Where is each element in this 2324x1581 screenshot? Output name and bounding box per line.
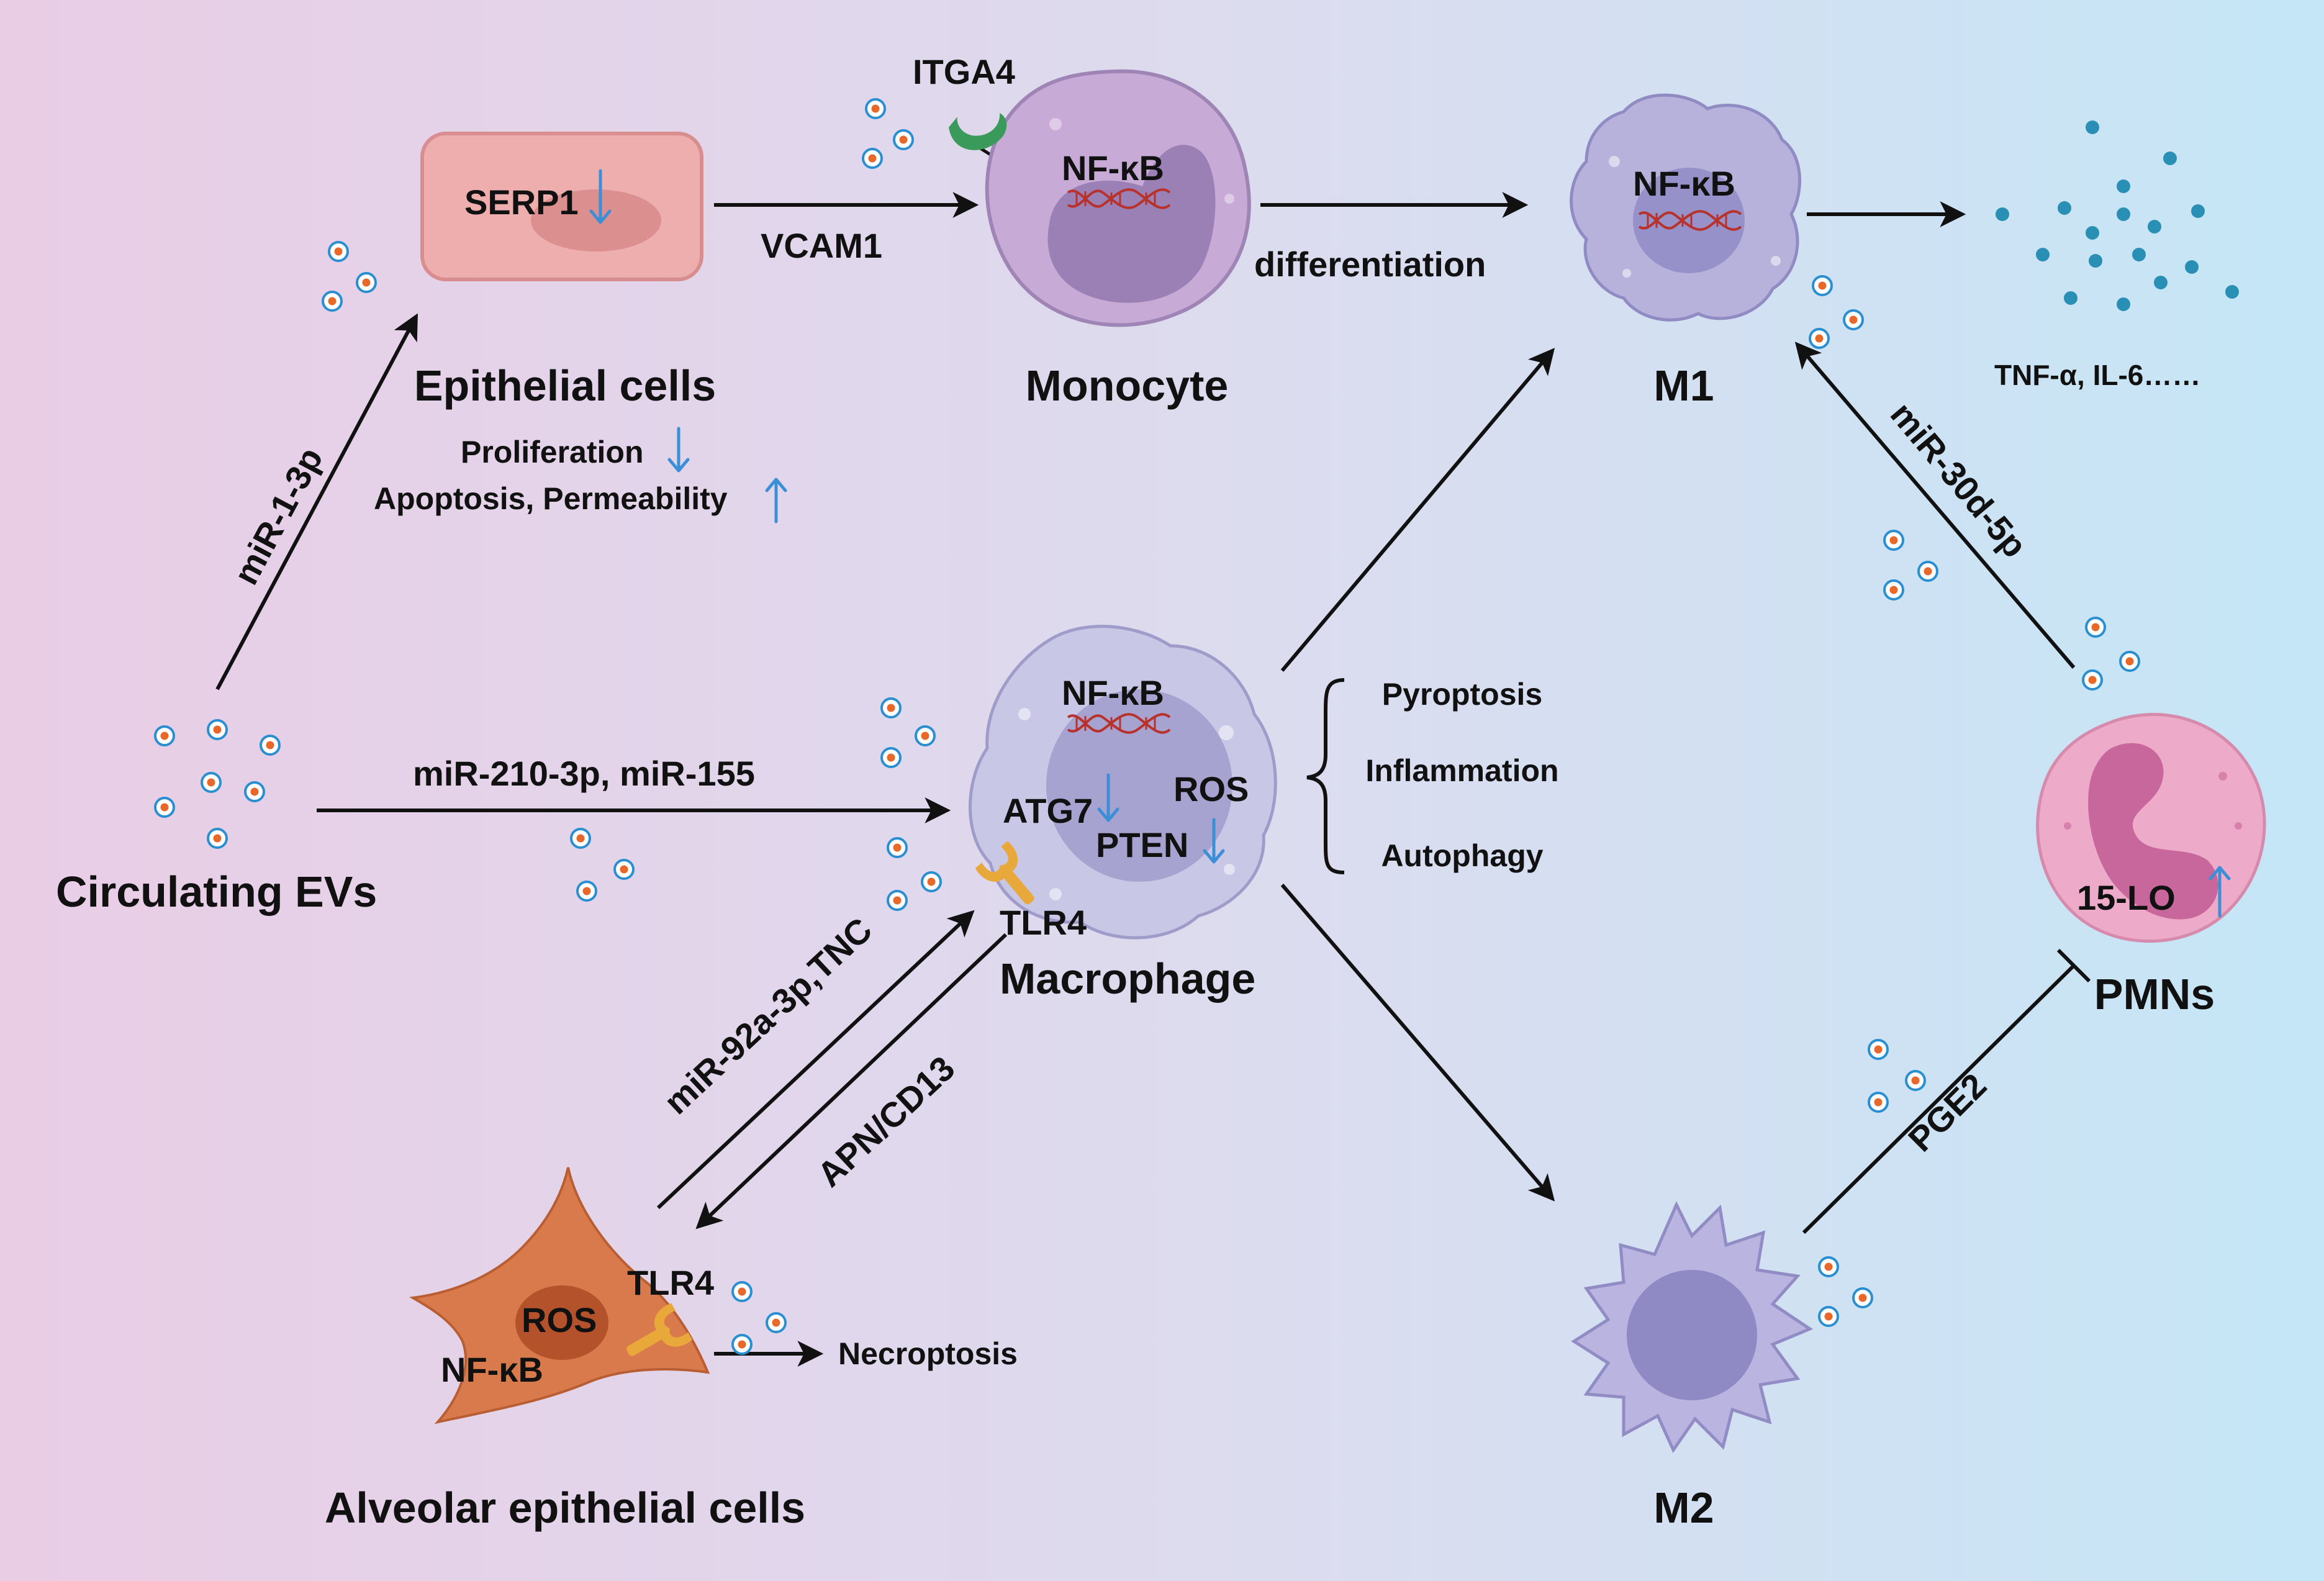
arrow-macrophage-to-m2 bbox=[1280, 884, 1555, 1202]
pyroptosis-label: Pyroptosis bbox=[1382, 677, 1542, 712]
inhibition-bar bbox=[2056, 948, 2091, 983]
pten-label: PTEN bbox=[1096, 825, 1188, 864]
nfkb-monocyte-label: NF-κB bbox=[1062, 148, 1164, 188]
inflammation-label: Inflammation bbox=[1365, 753, 1558, 788]
nfkb-macrophage-label: NF-κB bbox=[1062, 673, 1164, 712]
epithelial-cells-label: Epithelial cells bbox=[414, 361, 716, 410]
cytokine-dots bbox=[1996, 120, 2239, 311]
itga4-label: ITGA4 bbox=[913, 52, 1015, 91]
differentiation-label: differentiation bbox=[1254, 245, 1486, 284]
arrow-macrophage-to-alveolar bbox=[695, 933, 1008, 1230]
atg7-label: ATG7 bbox=[1003, 791, 1093, 830]
m2-label: M2 bbox=[1653, 1484, 1714, 1532]
ros-alveolar-label: ROS bbox=[522, 1300, 597, 1339]
arrow-evs-to-epithelial bbox=[215, 313, 418, 691]
m1-cell bbox=[1570, 93, 1801, 322]
alveolar-epithelial-cells-label: Alveolar epithelial cells bbox=[325, 1484, 805, 1532]
itga4-receptor-icon bbox=[949, 113, 1007, 150]
pmn-cell bbox=[2036, 713, 2266, 943]
tlr4-macrophage-label: TLR4 bbox=[1000, 903, 1087, 942]
ros-macrophage-label: ROS bbox=[1173, 769, 1249, 809]
arrow-pmns-to-m1 bbox=[1794, 342, 2076, 669]
tnf-il6-label: TNF-α, IL-6…… bbox=[1994, 359, 2200, 391]
m1-label: M1 bbox=[1653, 361, 1714, 410]
arrow-macrophage-to-m1 bbox=[1280, 348, 1555, 672]
apoptosis-permeability-label: Apoptosis, Permeability bbox=[374, 481, 728, 516]
15-lo-label: 15-LO bbox=[2077, 878, 2176, 917]
mir-210-155-label: miR-210-3p, miR-155 bbox=[413, 754, 755, 793]
arrows bbox=[215, 141, 2091, 1367]
autophagy-label: Autophagy bbox=[1381, 838, 1543, 873]
macrophage-cell bbox=[969, 625, 1277, 940]
pmns-label: PMNs bbox=[2094, 970, 2215, 1018]
alveolar-epithelial-cell bbox=[409, 1167, 710, 1425]
bracket-brace bbox=[1306, 678, 1345, 874]
circulating-evs-label: Circulating EVs bbox=[56, 868, 377, 916]
monocyte-label: Monocyte bbox=[1026, 361, 1229, 410]
serp1-label: SERP1 bbox=[464, 183, 579, 222]
proliferation-label: Proliferation bbox=[461, 435, 643, 469]
down-arrow-icon bbox=[1097, 773, 1119, 822]
arrow-alveolar-to-macrophage bbox=[656, 910, 975, 1210]
tlr4-alveolar-label: TLR4 bbox=[627, 1263, 714, 1302]
monocyte-cell bbox=[985, 69, 1251, 327]
m2-cell bbox=[1571, 1201, 1814, 1454]
regulation-arrows bbox=[589, 169, 2231, 918]
down-arrow-icon bbox=[589, 169, 612, 224]
down-arrow-icon bbox=[1203, 818, 1225, 864]
up-arrow-icon bbox=[2209, 866, 2231, 918]
inhibition-m2-to-pmns bbox=[1802, 964, 2076, 1234]
vcam1-label: VCAM1 bbox=[761, 226, 882, 265]
macrophage-label: Macrophage bbox=[1000, 954, 1255, 1003]
nfkb-m1-label: NF-κB bbox=[1633, 164, 1735, 203]
up-arrow-icon bbox=[765, 478, 787, 523]
nfkb-alveolar-label: NF-κB bbox=[441, 1350, 543, 1389]
necroptosis-label: Necroptosis bbox=[838, 1336, 1018, 1371]
epithelial-cell bbox=[420, 132, 703, 281]
down-arrow-icon bbox=[667, 427, 690, 473]
